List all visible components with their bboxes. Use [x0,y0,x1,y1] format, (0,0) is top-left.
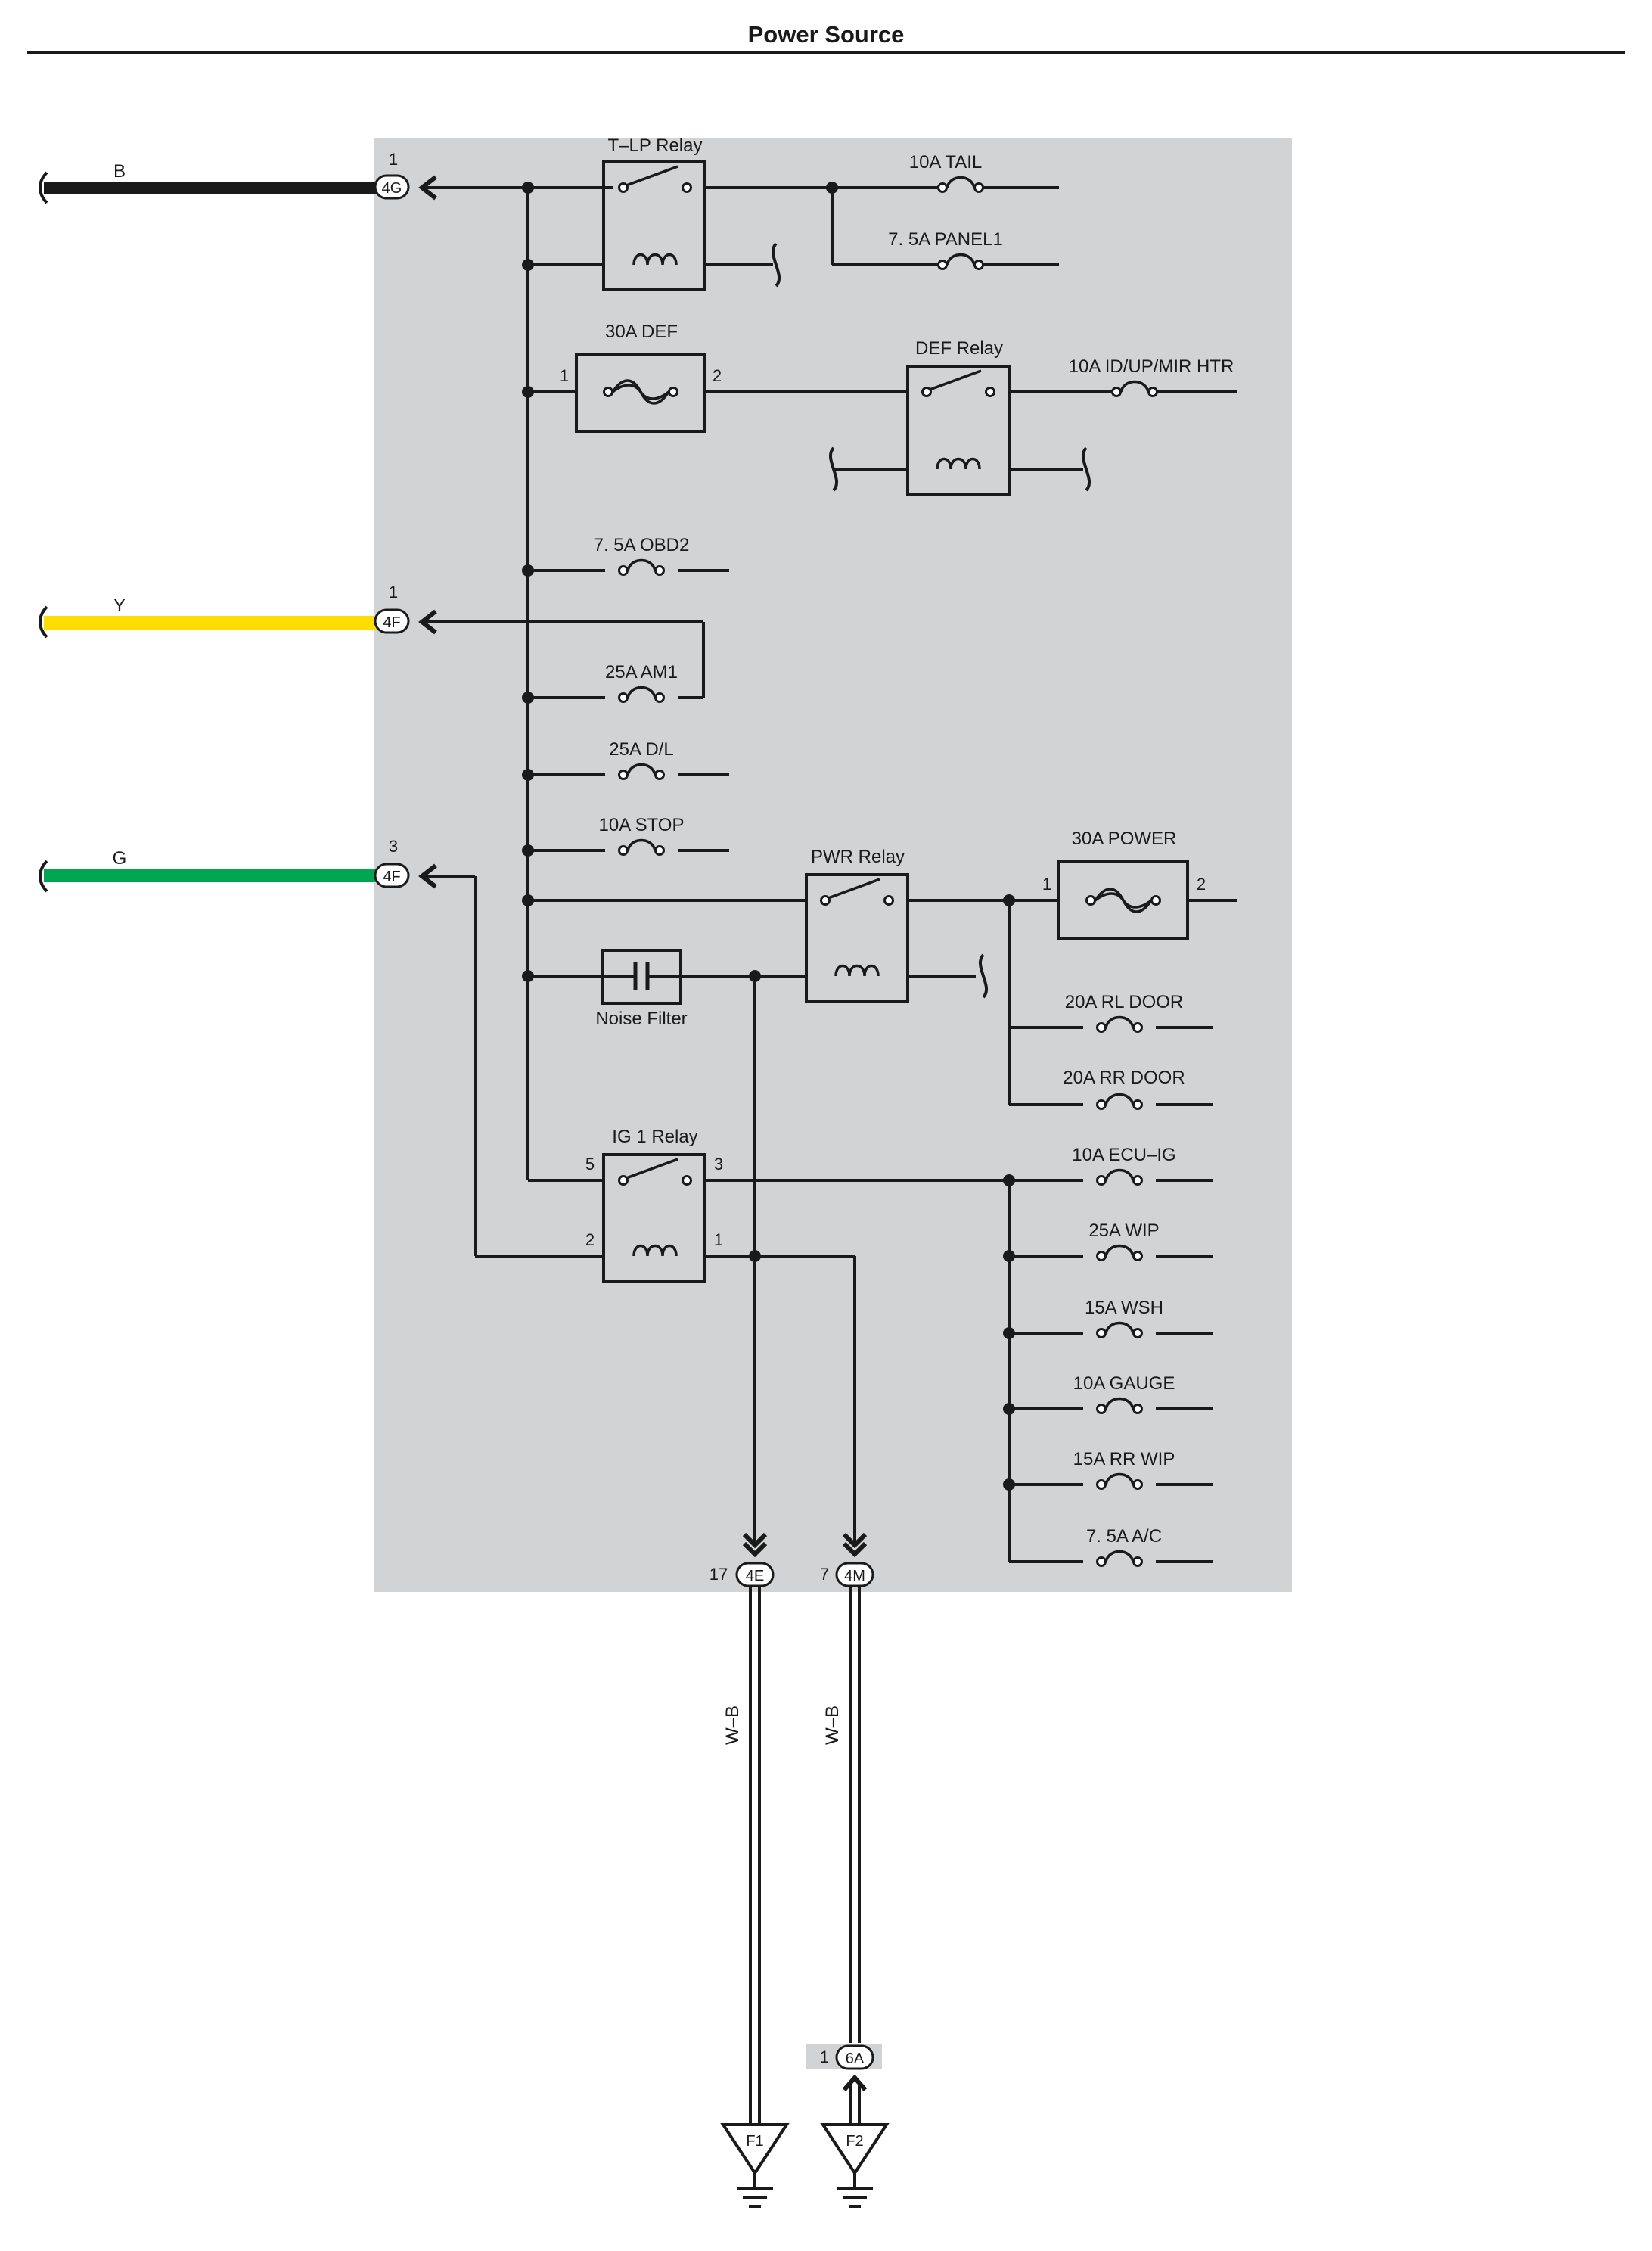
connector-4f-y-label: 4F [383,614,400,631]
connector-6a: 1 6A [806,2044,882,2135]
fuse-obd2: 7. 5A OBD2 [594,535,690,577]
ig1-pin-3: 3 [714,1155,723,1174]
fuse-panel1-label: 7. 5A PANEL1 [888,229,1003,250]
fuse-stop: 10A STOP [599,815,685,857]
connector-4f-pin-3: 3 [389,837,398,856]
fuse-rl-door-label: 20A RL DOOR [1065,992,1184,1012]
fuse-rl-door: 20A RL DOOR [1065,992,1184,1034]
junction-dots [522,182,1015,1491]
ig1-pin-2: 2 [585,1230,595,1249]
fuse-rr-door-label: 20A RR DOOR [1063,1068,1185,1088]
connector-4e: 4E 17 [710,1532,775,1587]
fuse-ac: 7. 5A A/C [1086,1526,1162,1568]
wire-b-input: B 1 4G [39,150,437,204]
ig1-pin-1: 1 [714,1230,723,1249]
ground-f2: F2 [820,2123,890,2208]
internal-wiring [425,186,1237,1563]
connector-6a-pin: 1 [820,2047,829,2066]
wire-w-b-right: W–B [822,1586,861,2043]
fuse-tail: 10A TAIL [909,152,985,194]
pwr-relay: PWR Relay [805,847,989,1003]
def-relay: DEF Relay [828,338,1092,496]
pwr-relay-label: PWR Relay [811,847,905,867]
wire-w-b-left-label: W–B [722,1705,743,1745]
connector-4g [374,174,410,200]
tlp-relay-label: T–LP Relay [608,135,703,156]
connector-4g-pin: 1 [389,150,398,169]
wire-b-color-code: B [113,161,126,182]
fuse-panel1: 7. 5A PANEL1 [888,229,1003,271]
fuse-rr-wip-label: 15A RR WIP [1073,1449,1175,1469]
ig1-relay: IG 1 Relay 5 3 2 1 [585,1127,723,1283]
fuse-30a-def-label: 30A DEF [605,322,678,342]
noise-filter: Noise Filter [595,949,688,1029]
wire-w-b-left: W–B [722,1586,761,2135]
fuse-id-up-mir-htr: 10A ID/UP/MIR HTR [1069,356,1234,398]
fuse-30a-power-label: 30A POWER [1072,829,1177,849]
fuse-30a-def-pin-2: 2 [713,366,722,385]
fuse-wip: 25A WIP [1088,1220,1160,1262]
ground-f2-label: F2 [846,2133,863,2150]
fuse-wip-label: 25A WIP [1088,1220,1159,1241]
ground-f1: F1 [720,2123,790,2208]
fuse-gauge: 10A GAUGE [1073,1373,1175,1415]
fuse-ecu-ig: 10A ECU–IG [1072,1145,1176,1186]
def-relay-label: DEF Relay [915,338,1003,359]
connector-4f-pin-1: 1 [389,583,398,602]
connector-6a-label: 6A [846,2050,865,2067]
tlp-relay: T–LP Relay [602,135,781,291]
connector-4m: 4M 7 [820,1532,874,1587]
fuse-gauge-label: 10A GAUGE [1073,1373,1175,1394]
connector-4f-g-label: 4F [383,869,400,885]
wire-y-input: Y 1 4F [39,583,437,639]
ig1-pin-5: 5 [585,1155,595,1174]
ground-f1-label: F1 [746,2133,763,2150]
fuse-obd2-label: 7. 5A OBD2 [594,535,690,555]
connector-4m-pin: 7 [820,1565,829,1584]
fuse-rr-wip: 15A RR WIP [1073,1449,1175,1491]
fuse-dl: 25A D/L [609,739,674,781]
connector-4g-label: 4G [382,180,402,197]
connector-4e-pin: 17 [710,1565,728,1584]
fuse-stop-label: 10A STOP [599,815,685,835]
ig1-relay-label: IG 1 Relay [612,1127,697,1147]
wire-w-b-right-label: W–B [822,1705,843,1745]
connector-4f-y [374,608,410,634]
wire-g-color-code: G [113,848,127,869]
connector-4e-label: 4E [746,1568,764,1584]
fuse-tail-label: 10A TAIL [909,152,983,173]
fuse-ac-label: 7. 5A A/C [1086,1526,1162,1547]
fuse-rr-door: 20A RR DOOR [1063,1068,1185,1111]
fuse-30a-power-pin-2: 2 [1197,875,1206,894]
fuse-id-up-mir-htr-label: 10A ID/UP/MIR HTR [1069,356,1234,377]
fuse-wsh-label: 15A WSH [1085,1298,1163,1318]
fuse-30a-def: 30A DEF 1 2 [560,322,722,433]
fuse-wsh: 15A WSH [1085,1298,1163,1339]
wire-y-color-code: Y [113,595,126,616]
noise-filter-label: Noise Filter [595,1009,687,1029]
fuse-ecu-ig-label: 10A ECU–IG [1072,1145,1175,1165]
fuse-30a-def-pin-1: 1 [560,366,569,385]
page-title: Power Source [748,21,905,48]
connector-4m-label: 4M [844,1568,865,1584]
wire-g-input: G 3 4F [39,837,437,893]
fuse-dl-label: 25A D/L [609,739,673,760]
fuse-30a-power: 30A POWER 1 2 [1042,829,1206,940]
fuse-am1-label: 25A AM1 [605,662,678,682]
fuse-am1: 25A AM1 [605,662,678,704]
fuse-30a-power-pin-1: 1 [1042,875,1051,894]
connector-4f-g [374,863,410,888]
